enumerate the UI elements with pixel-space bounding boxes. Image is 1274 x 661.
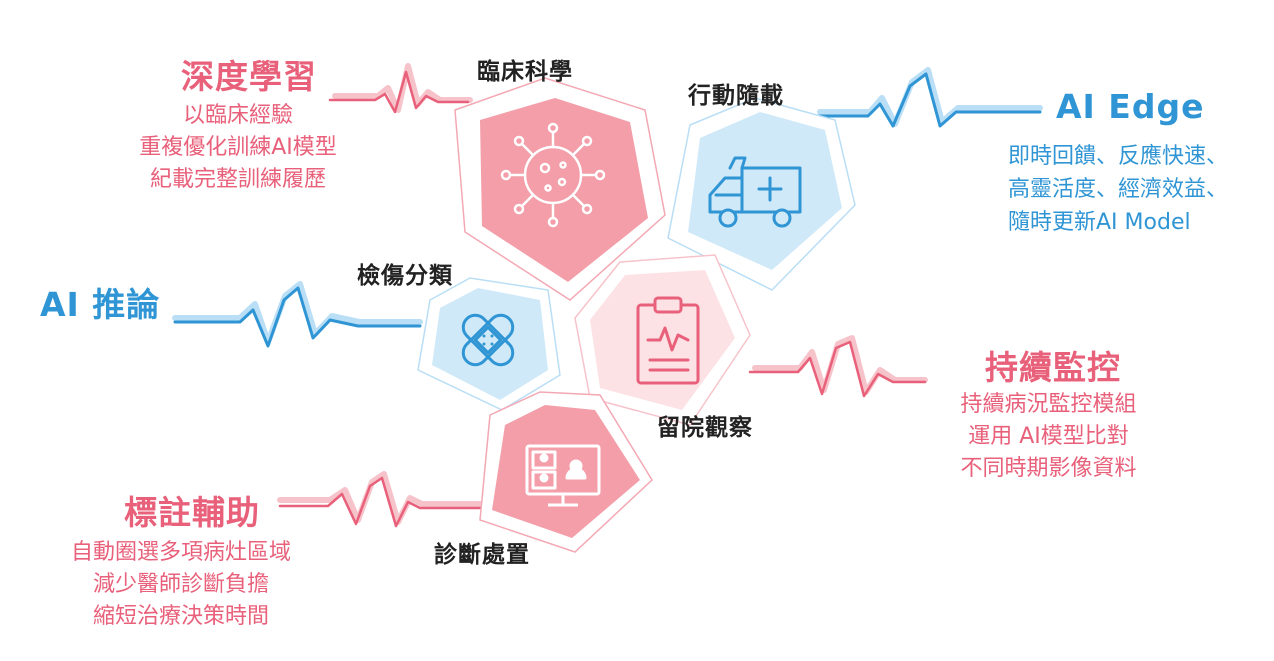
bandage-icon — [461, 313, 515, 367]
desc-line: 縮短治療決策時間 — [92, 604, 269, 629]
callout-desc-annotation: 自動圈選多項病灶區域 減少醫師診斷負擔 縮短治療決策時間 — [46, 537, 316, 633]
desc-line: 減少醫師診斷負擔 — [92, 572, 269, 597]
desc-line: 不同時期影像資料 — [960, 456, 1137, 481]
desc-line: 自動圈選多項病灶區域 — [70, 540, 291, 565]
ambulance-icon — [708, 156, 802, 228]
pulse-line-ai-inference — [172, 281, 423, 348]
callout-title-annotation: 標註輔助 — [124, 493, 260, 532]
hexagon-mobile — [667, 97, 856, 291]
callout-title-ai-inference: AI 推論 — [40, 285, 161, 324]
hexagon-label-mobile: 行動隨載 — [688, 83, 784, 109]
callout-title-deep-learning: 深度學習 — [181, 57, 317, 96]
desc-line: 即時回饋、反應快速、 — [1008, 144, 1229, 169]
desc-line: 高靈活度、經濟效益、 — [1008, 177, 1229, 202]
desc-line: 紀載完整訓練履歷 — [149, 167, 326, 192]
video-consult-icon — [525, 444, 601, 507]
pulse-line-annotation — [277, 471, 483, 528]
desc-line: 持續病況監控模組 — [960, 392, 1137, 417]
hexagon-label-diagnosis: 診斷處置 — [434, 542, 530, 568]
pulse-line-monitoring — [748, 335, 928, 398]
pulse-line-deep-learning — [328, 63, 473, 114]
clipboard-ecg-icon — [636, 296, 700, 385]
desc-line: 運用 AI模型比對 — [968, 424, 1129, 449]
pulse-line-ai-edge — [816, 67, 1043, 128]
hexagon-label-observation: 留院觀察 — [657, 415, 753, 441]
hexagon-diagnosis — [479, 391, 653, 553]
callout-title-monitoring: 持續監控 — [985, 348, 1121, 387]
hexagon-label-triage: 檢傷分類 — [357, 263, 453, 289]
callout-desc-ai-edge: 即時回饋、反應快速、 高靈活度、經濟效益、 隨時更新AI Model — [1008, 140, 1270, 239]
virus-icon — [500, 122, 606, 228]
callout-title-ai-edge: AI Edge — [1056, 87, 1205, 126]
desc-line: 以臨床經驗 — [182, 103, 293, 128]
callout-desc-monitoring: 持續病況監控模組 運用 AI模型比對 不同時期影像資料 — [936, 389, 1161, 485]
hexagon-label-clinical-science: 臨床科學 — [477, 59, 573, 85]
desc-line: 隨時更新AI Model — [1008, 210, 1191, 235]
callout-desc-deep-learning: 以臨床經驗 重複優化訓練AI模型 紀載完整訓練履歷 — [118, 100, 358, 196]
desc-line: 重複優化訓練AI模型 — [139, 135, 337, 160]
